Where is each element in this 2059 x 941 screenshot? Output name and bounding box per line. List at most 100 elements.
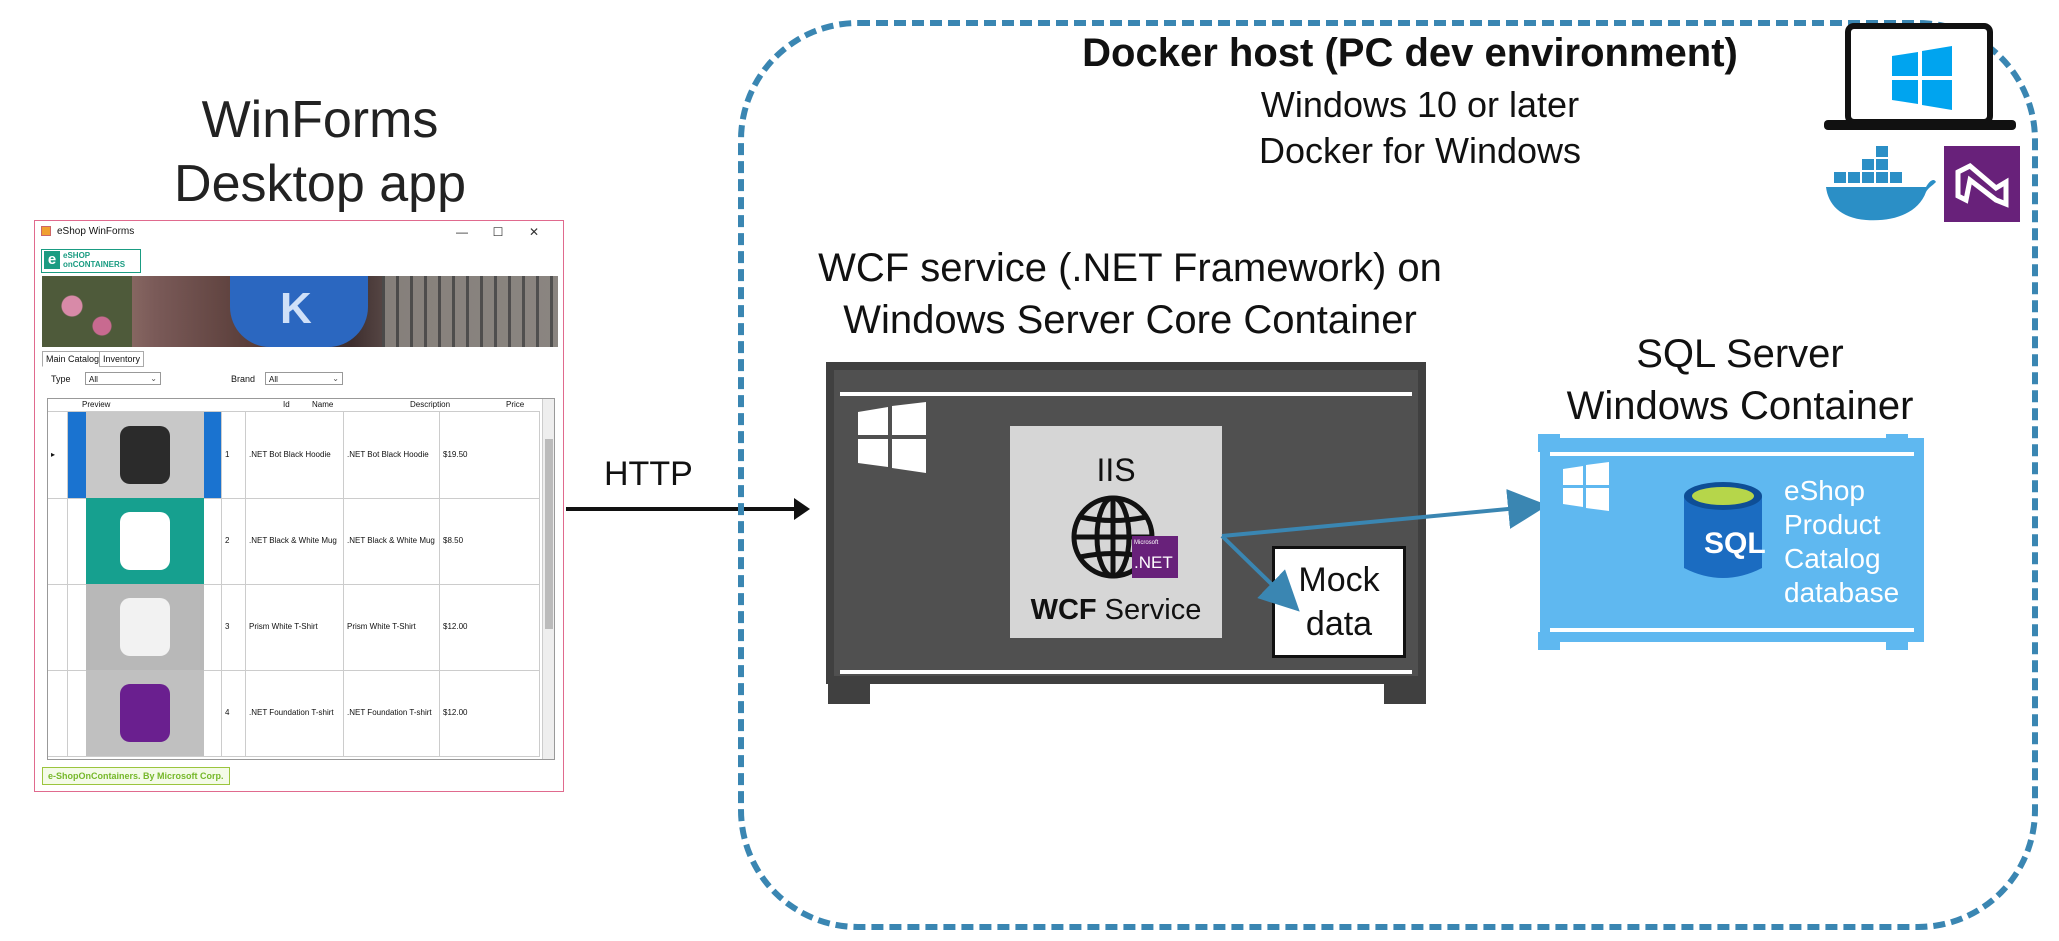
dotnet-badge-text: .NET <box>1134 553 1173 572</box>
http-label: HTTP <box>604 455 693 493</box>
sql-title-line1: SQL Server <box>1636 332 1844 376</box>
cell-price: $12.00 <box>440 670 540 756</box>
iis-box <box>1010 426 1222 638</box>
logo-line1: eSHOP <box>63 251 91 260</box>
banner-image: K <box>42 276 558 347</box>
winforms-heading-line1: WinForms <box>201 91 439 149</box>
column-header-name[interactable]: Name <box>312 399 334 412</box>
sql-title-line2: Windows Container <box>1566 384 1914 428</box>
cell-name: Prism White T-Shirt <box>246 584 344 670</box>
column-header-description[interactable]: Description <box>410 399 451 412</box>
column-header-id[interactable]: Id <box>283 399 290 412</box>
docker-host-os: Windows 10 or later <box>1260 84 1580 125</box>
iis-label: IIS <box>1096 452 1136 488</box>
mock-data-line1: Mock <box>1298 561 1380 599</box>
visual-studio-icon <box>1944 146 2020 222</box>
wcf-service-label: WCF Service <box>1010 594 1222 627</box>
logo-letter: e <box>44 251 60 269</box>
sql-db-line2: Product <box>1784 509 1881 540</box>
cell-name: .NET Bot Black Hoodie <box>246 412 344 498</box>
docker-host-boundary <box>738 20 2038 930</box>
mock-data-label: Mock data <box>1272 558 1406 646</box>
column-header-price[interactable]: Price <box>506 399 525 412</box>
winforms-window: eShop WinForms — ☐ ✕ e eSHOP onCONTAINER… <box>34 220 564 792</box>
cell-id: 1 <box>222 412 246 498</box>
app-icon <box>41 226 51 236</box>
cell-description: .NET Black & White Mug <box>344 498 440 584</box>
tab-inventory[interactable]: Inventory <box>99 351 145 367</box>
product-shape <box>120 598 170 656</box>
logo-text: eSHOP onCONTAINERS <box>63 251 125 269</box>
row-selector[interactable] <box>48 584 68 670</box>
cell-id: 4 <box>222 670 246 756</box>
row-selector[interactable] <box>48 670 68 756</box>
brand-select[interactable]: All ⌄ <box>265 372 343 385</box>
sql-container-title: SQL Server Windows Container <box>1530 328 1950 432</box>
cell-description: Prism White T-Shirt <box>344 584 440 670</box>
row-selector[interactable]: ▸ <box>48 412 68 498</box>
wcf-service-rest: Service <box>1096 594 1202 626</box>
table-row[interactable]: ▸1.NET Bot Black Hoodie.NET Bot Black Ho… <box>48 412 540 499</box>
banner-shirt <box>230 276 368 347</box>
sql-container-frame <box>1550 452 1914 632</box>
cell-id: 2 <box>222 498 246 584</box>
footer-badge: e-ShopOnContainers. By Microsoft Corp. <box>42 767 230 785</box>
cell-price: $19.50 <box>440 412 540 498</box>
scrollbar-thumb[interactable] <box>545 439 553 629</box>
product-photo <box>86 670 204 756</box>
wcf-to-mock-arrow <box>1220 534 1300 612</box>
cell-description: .NET Bot Black Hoodie <box>344 412 440 498</box>
wcf-service-bold: WCF <box>1030 594 1097 626</box>
product-photo <box>86 412 204 498</box>
product-shape <box>120 426 170 484</box>
globe-icon <box>1071 495 1155 579</box>
type-select-value: All <box>89 375 98 384</box>
maximize-button[interactable]: ☐ <box>492 225 504 239</box>
column-header-preview[interactable]: Preview <box>82 399 111 412</box>
logo-line2: onCONTAINERS <box>63 260 126 269</box>
banner-flowers <box>42 276 132 347</box>
product-photo <box>86 498 204 584</box>
window-title: eShop WinForms <box>57 226 135 237</box>
dotnet-badge-small: Microsoft <box>1134 540 1159 546</box>
cell-name: .NET Foundation T-shirt <box>246 670 344 756</box>
winforms-heading-line2: Desktop app <box>174 155 466 213</box>
sql-db-line3: Catalog <box>1784 543 1881 574</box>
docker-whale-icon <box>1826 146 1936 221</box>
minimize-button[interactable]: — <box>456 225 468 239</box>
grid-header <box>48 399 540 412</box>
product-preview-image <box>68 584 222 670</box>
brand-select-value: All <box>269 375 278 384</box>
wcf-title-line2: Windows Server Core Container <box>843 298 1417 342</box>
laptop-windows-icon <box>1824 23 2016 130</box>
mock-data-line2: data <box>1305 605 1373 643</box>
table-row[interactable]: 2.NET Black & White Mug.NET Black & Whit… <box>48 498 540 585</box>
row-selector[interactable] <box>48 498 68 584</box>
grid-scrollbar[interactable] <box>542 399 554 759</box>
chevron-down-icon: ⌄ <box>332 374 339 383</box>
grid-rows: ▸1.NET Bot Black Hoodie.NET Bot Black Ho… <box>48 412 540 758</box>
winforms-heading: WinForms Desktop app <box>60 88 580 216</box>
wcf-container-title: WCF service (.NET Framework) on Windows … <box>780 242 1480 346</box>
cell-price: $8.50 <box>440 498 540 584</box>
product-shape <box>120 684 170 742</box>
product-preview-image <box>68 412 222 498</box>
sql-database-icon <box>1684 482 1762 578</box>
sql-icon-text: SQL <box>1704 527 1766 560</box>
type-select[interactable]: All ⌄ <box>85 372 161 385</box>
window-titlebar: eShop WinForms — ☐ ✕ <box>35 221 563 243</box>
windows-logo-icon <box>858 402 926 473</box>
close-button[interactable]: ✕ <box>528 225 540 239</box>
catalog-grid: Preview Id Name Description Price ▸1.NET… <box>47 398 555 760</box>
sql-db-line1: eShop <box>1784 475 1865 506</box>
sql-db-line4: database <box>1784 577 1900 608</box>
brand-label: Brand <box>231 374 256 384</box>
table-row[interactable]: 4.NET Foundation T-shirt.NET Foundation … <box>48 670 540 757</box>
wcf-container-frame <box>840 392 1412 674</box>
cell-price: $12.00 <box>440 584 540 670</box>
wcf-title-line1: WCF service (.NET Framework) on <box>818 246 1442 290</box>
http-arrow-head <box>794 498 810 520</box>
sql-database-label: eShop Product Catalog database <box>1784 474 1899 610</box>
